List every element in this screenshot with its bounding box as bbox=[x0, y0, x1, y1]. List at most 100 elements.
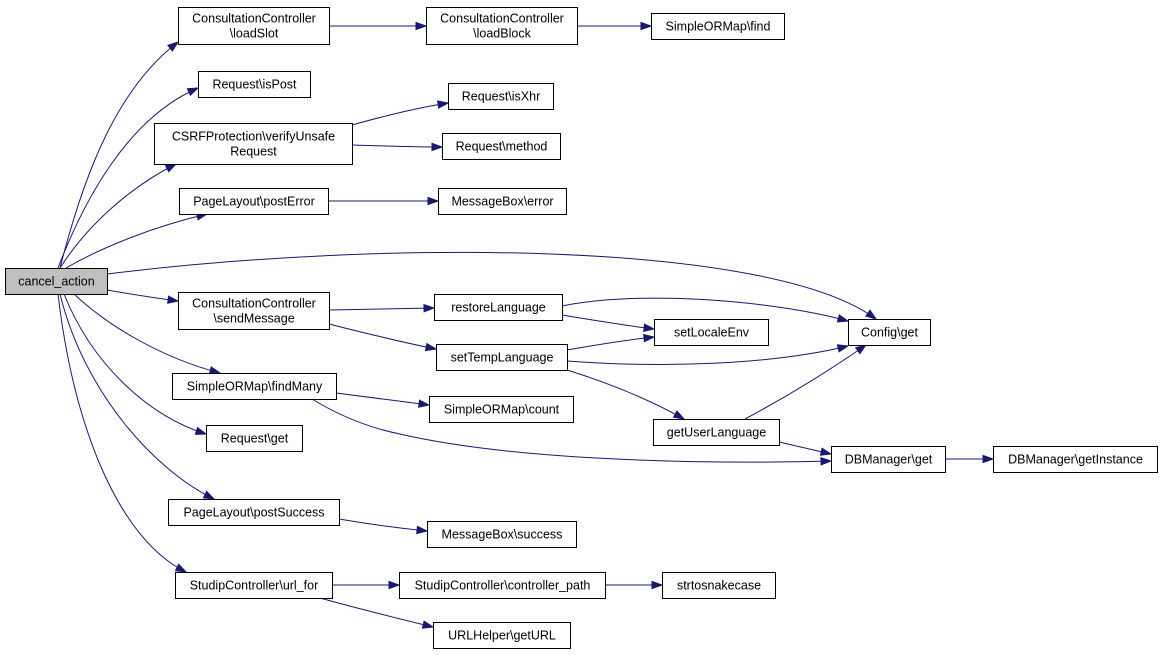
node-box bbox=[653, 419, 780, 446]
node-box bbox=[172, 373, 337, 400]
node-sc-urlfor[interactable]: StudipController\url_for bbox=[175, 572, 333, 599]
node-box bbox=[654, 319, 769, 346]
edge-cancel-action-to-cc-loadslot bbox=[59, 41, 179, 269]
edge-orm-findmany-to-db-get bbox=[311, 398, 832, 463]
edge-sc-urlfor-to-urlhelper-arrowhead bbox=[421, 620, 435, 629]
edge-sc-urlfor-to-sc-ctrlpath-arrowhead bbox=[388, 580, 401, 590]
node-setlocaleenv[interactable]: setLocaleEnv bbox=[654, 319, 769, 346]
edge-cc-loadslot-to-cc-loadblock-arrowhead bbox=[415, 21, 428, 31]
node-cancel-action[interactable]: cancel_action bbox=[5, 268, 108, 295]
node-label: \loadBlock bbox=[473, 27, 531, 41]
edge-cc-sendmessage-to-settemplang-arrowhead bbox=[424, 342, 438, 352]
node-label: restoreLanguage bbox=[451, 301, 546, 315]
node-box bbox=[848, 319, 931, 346]
node-label: PageLayout\postError bbox=[193, 195, 315, 209]
edge-cancel-action-to-pl-postsuccess-arrowhead bbox=[202, 490, 216, 500]
node-label: MessageBox\success bbox=[442, 528, 563, 542]
node-sc-ctrlpath[interactable]: StudipController\controller_path bbox=[399, 572, 606, 599]
edge-cancel-action-to-cc-sendmessage bbox=[106, 289, 179, 302]
node-label: SimpleORMap\find bbox=[666, 20, 771, 34]
node-label: CSRFProtection\verifyUnsafe bbox=[172, 130, 335, 144]
node-label: StudipController\controller_path bbox=[415, 579, 591, 593]
node-box bbox=[426, 7, 578, 45]
node-cc-sendmessage[interactable]: ConsultationController\sendMessage bbox=[178, 292, 330, 330]
node-req-get[interactable]: Request\get bbox=[206, 425, 303, 452]
edge-getuserlang-to-config-get bbox=[744, 344, 867, 420]
node-orm-find[interactable]: SimpleORMap\find bbox=[651, 13, 785, 40]
edge-cancel-action-to-req-get bbox=[63, 293, 207, 435]
node-box bbox=[5, 268, 108, 295]
edge-settemplang-to-setlocaleenv bbox=[566, 336, 655, 351]
node-label: getUserLanguage bbox=[667, 426, 766, 440]
edge-csrf-to-req-method-arrowhead bbox=[431, 142, 444, 152]
node-orm-count[interactable]: SimpleORMap\count bbox=[429, 396, 574, 423]
node-req-isxhr[interactable]: Request\isXhr bbox=[448, 83, 554, 110]
edge-cancel-action-to-orm-findmany-arrowhead bbox=[208, 366, 222, 375]
edge-cc-sendmessage-to-restorelang-arrowhead bbox=[423, 303, 436, 313]
edge-restorelang-to-config-get-arrowhead bbox=[836, 314, 850, 323]
node-label: URLHelper\getURL bbox=[448, 629, 556, 643]
node-urlhelper[interactable]: URLHelper\getURL bbox=[433, 622, 571, 649]
node-box bbox=[206, 425, 303, 452]
edge-cancel-action-to-csrf-arrowhead bbox=[164, 163, 178, 173]
node-box bbox=[993, 446, 1158, 473]
node-cc-loadblock[interactable]: ConsultationController\loadBlock bbox=[426, 7, 578, 45]
edge-db-get-to-db-getinstance-arrowhead bbox=[982, 454, 995, 464]
node-box bbox=[178, 7, 330, 45]
node-label: Request\method bbox=[456, 140, 548, 154]
edge-sc-ctrlpath-to-strtosnake-arrowhead bbox=[651, 580, 664, 590]
edge-settemplang-to-config-get-arrowhead bbox=[836, 344, 850, 353]
node-label: \sendMessage bbox=[213, 312, 294, 326]
node-box bbox=[399, 572, 606, 599]
node-restorelang[interactable]: restoreLanguage bbox=[434, 294, 563, 321]
node-box bbox=[429, 396, 574, 423]
edge-cancel-action-to-csrf bbox=[59, 163, 177, 269]
edge-cancel-action-to-sc-urlfor bbox=[57, 293, 187, 573]
edge-cancel-action-to-pl-posterror bbox=[65, 213, 208, 269]
node-mb-success[interactable]: MessageBox\success bbox=[427, 521, 577, 548]
node-db-getinstance[interactable]: DBManager\getInstance bbox=[993, 446, 1158, 473]
node-box bbox=[442, 133, 561, 160]
node-box bbox=[168, 499, 340, 526]
node-box bbox=[651, 13, 785, 40]
node-orm-findmany[interactable]: SimpleORMap\findMany bbox=[172, 373, 337, 400]
node-mb-error[interactable]: MessageBox\error bbox=[438, 188, 567, 215]
node-config-get[interactable]: Config\get bbox=[848, 319, 931, 346]
nodes-layer: cancel_action ConsultationController\load… bbox=[5, 7, 1158, 649]
edge-csrf-to-req-isxhr-arrowhead bbox=[436, 100, 450, 109]
node-db-get[interactable]: DBManager\get bbox=[831, 446, 946, 473]
edge-pl-postsuccess-to-mb-success bbox=[338, 518, 428, 532]
node-box bbox=[436, 344, 568, 371]
node-label: setLocaleEnv bbox=[674, 326, 750, 340]
node-label: ConsultationController bbox=[440, 12, 564, 26]
edge-cancel-action-to-cc-sendmessage-arrowhead bbox=[167, 295, 180, 304]
edge-cancel-action-to-orm-findmany bbox=[73, 293, 221, 374]
node-settemplang[interactable]: setTempLanguage bbox=[436, 344, 568, 371]
edge-cancel-action-to-config-get bbox=[106, 251, 877, 320]
edge-getuserlang-to-config-get-arrowhead bbox=[854, 344, 868, 355]
node-box bbox=[831, 446, 946, 473]
node-box bbox=[433, 622, 571, 649]
node-strtosnake[interactable]: strtosnakecase bbox=[662, 572, 776, 599]
edge-cancel-action-to-req-ispost bbox=[57, 87, 199, 269]
node-pl-posterror[interactable]: PageLayout\postError bbox=[179, 188, 329, 215]
node-req-method[interactable]: Request\method bbox=[442, 133, 561, 160]
node-getuserlang[interactable]: getUserLanguage bbox=[653, 419, 780, 446]
node-pl-postsuccess[interactable]: PageLayout\postSuccess bbox=[168, 499, 340, 526]
edge-getuserlang-to-db-get-arrowhead bbox=[819, 447, 833, 456]
node-label: DBManager\getInstance bbox=[1008, 453, 1143, 467]
node-box bbox=[175, 572, 333, 599]
node-box bbox=[198, 71, 311, 98]
node-req-ispost[interactable]: Request\isPost bbox=[198, 71, 311, 98]
edge-orm-findmany-to-db-get-arrowhead bbox=[820, 456, 833, 466]
node-box bbox=[427, 521, 577, 548]
node-cc-loadslot[interactable]: ConsultationController\loadSlot bbox=[178, 7, 330, 45]
edge-cc-loadblock-to-orm-find-arrowhead bbox=[640, 21, 653, 31]
edge-settemplang-to-getuserlang-arrowhead bbox=[672, 410, 686, 420]
edge-settemplang-to-config-get bbox=[566, 345, 849, 365]
node-label: Config\get bbox=[861, 326, 919, 340]
node-label: Request\get bbox=[221, 432, 289, 446]
node-label: Request bbox=[230, 145, 277, 159]
node-label: MessageBox\error bbox=[451, 195, 553, 209]
